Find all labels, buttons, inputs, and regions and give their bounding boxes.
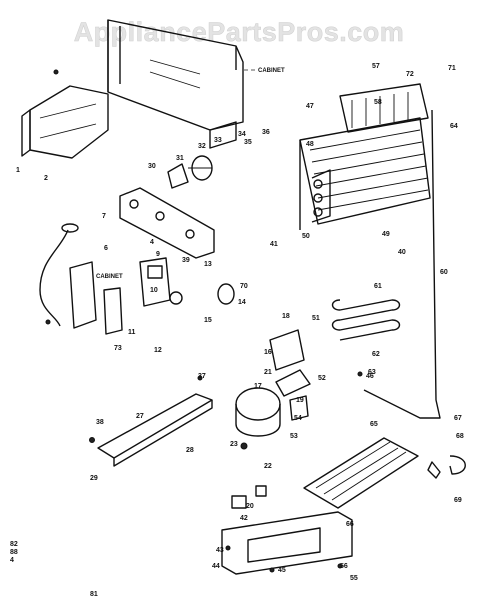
label-cabinet-left: CABINET bbox=[96, 274, 123, 280]
callout-13: 13 bbox=[204, 261, 212, 268]
side-panel bbox=[21, 85, 109, 159]
callout-49: 49 bbox=[382, 231, 390, 238]
callout-53: 53 bbox=[290, 433, 298, 440]
screws bbox=[45, 69, 363, 573]
callout-61: 61 bbox=[374, 283, 382, 290]
callout-70: 70 bbox=[240, 283, 248, 290]
callout-14: 14 bbox=[238, 299, 246, 306]
bottom-frame bbox=[221, 485, 353, 575]
callout-43: 43 bbox=[216, 547, 224, 554]
label-cabinet-top: CABINET bbox=[258, 68, 285, 74]
callout-50: 50 bbox=[302, 233, 310, 240]
callout-7: 7 bbox=[102, 213, 106, 220]
callout-82: 82 bbox=[10, 541, 18, 548]
callout-48: 48 bbox=[306, 141, 314, 148]
fan-motor bbox=[167, 155, 213, 189]
callout-56: 56 bbox=[340, 563, 348, 570]
callout-36: 36 bbox=[262, 129, 270, 136]
callout-60: 60 bbox=[440, 269, 448, 276]
callout-29: 29 bbox=[90, 475, 98, 482]
drain-pan bbox=[303, 437, 419, 509]
callout-58: 58 bbox=[374, 99, 382, 106]
callout-15: 15 bbox=[204, 317, 212, 324]
callout-19: 19 bbox=[296, 397, 304, 404]
callout-55: 55 bbox=[350, 575, 358, 582]
callout-38: 38 bbox=[96, 419, 104, 426]
callout-33: 33 bbox=[214, 137, 222, 144]
callout-35: 35 bbox=[244, 139, 252, 146]
callout-18: 18 bbox=[282, 313, 290, 320]
callout-72: 72 bbox=[406, 71, 414, 78]
callout-17: 17 bbox=[254, 383, 262, 390]
callout-9: 9 bbox=[156, 251, 160, 258]
callout-73: 73 bbox=[114, 345, 122, 352]
callout-16: 16 bbox=[264, 349, 272, 356]
callout-63: 63 bbox=[368, 369, 376, 376]
callout-4: 4 bbox=[150, 239, 154, 246]
callout-1: 1 bbox=[16, 167, 20, 174]
callout-71: 71 bbox=[448, 65, 456, 72]
callout-41: 41 bbox=[270, 241, 278, 248]
callout-66: 66 bbox=[346, 521, 354, 528]
callout-44: 44 bbox=[212, 563, 220, 570]
callout-12: 12 bbox=[154, 347, 162, 354]
hose-clamp bbox=[449, 455, 466, 475]
callout-42: 42 bbox=[240, 515, 248, 522]
callout-65: 65 bbox=[370, 421, 378, 428]
callout-37: 37 bbox=[198, 373, 206, 380]
condenser-coil bbox=[299, 83, 431, 230]
compressor bbox=[235, 329, 311, 437]
base-rail bbox=[97, 393, 213, 467]
callout-51: 51 bbox=[312, 315, 320, 322]
callout-69: 69 bbox=[454, 497, 462, 504]
callout-54: 54 bbox=[294, 415, 302, 422]
callout-10: 10 bbox=[150, 287, 158, 294]
callout-23: 23 bbox=[230, 441, 238, 448]
callout-28: 28 bbox=[186, 447, 194, 454]
callout-2: 2 bbox=[44, 175, 48, 182]
callout-11: 11 bbox=[128, 329, 136, 336]
callout-52: 52 bbox=[318, 375, 326, 382]
callout-4: 4 bbox=[10, 557, 14, 564]
control-box bbox=[69, 257, 183, 335]
fan-blade bbox=[217, 283, 235, 305]
callouts: 1274691011121314151617181920212223272829… bbox=[10, 63, 464, 598]
callout-81: 81 bbox=[90, 591, 98, 598]
callout-47: 47 bbox=[306, 103, 314, 110]
callout-31: 31 bbox=[176, 155, 184, 162]
callout-46: 46 bbox=[366, 373, 374, 380]
callout-30: 30 bbox=[148, 163, 156, 170]
callout-62: 62 bbox=[372, 351, 380, 358]
callout-22: 22 bbox=[264, 463, 272, 470]
evaporator-coil bbox=[331, 299, 401, 341]
watermark: AppliancePartsPros.com bbox=[74, 17, 405, 47]
callout-67: 67 bbox=[454, 415, 462, 422]
wire-harness bbox=[39, 229, 69, 327]
capillary-tube bbox=[363, 109, 441, 419]
callout-34: 34 bbox=[238, 131, 246, 138]
callout-40: 40 bbox=[398, 249, 406, 256]
callout-6: 6 bbox=[104, 245, 108, 252]
callout-64: 64 bbox=[450, 123, 458, 130]
mounting-bracket bbox=[119, 187, 215, 259]
callout-32: 32 bbox=[198, 143, 206, 150]
callout-68: 68 bbox=[456, 433, 464, 440]
callout-39: 39 bbox=[182, 257, 190, 264]
callout-21: 21 bbox=[264, 369, 272, 376]
callout-45: 45 bbox=[278, 567, 286, 574]
callout-27: 27 bbox=[136, 413, 144, 420]
callout-20: 20 bbox=[246, 503, 254, 510]
cabinet-shelf bbox=[107, 19, 244, 149]
callout-88: 88 bbox=[10, 549, 18, 556]
callout-57: 57 bbox=[372, 63, 380, 70]
